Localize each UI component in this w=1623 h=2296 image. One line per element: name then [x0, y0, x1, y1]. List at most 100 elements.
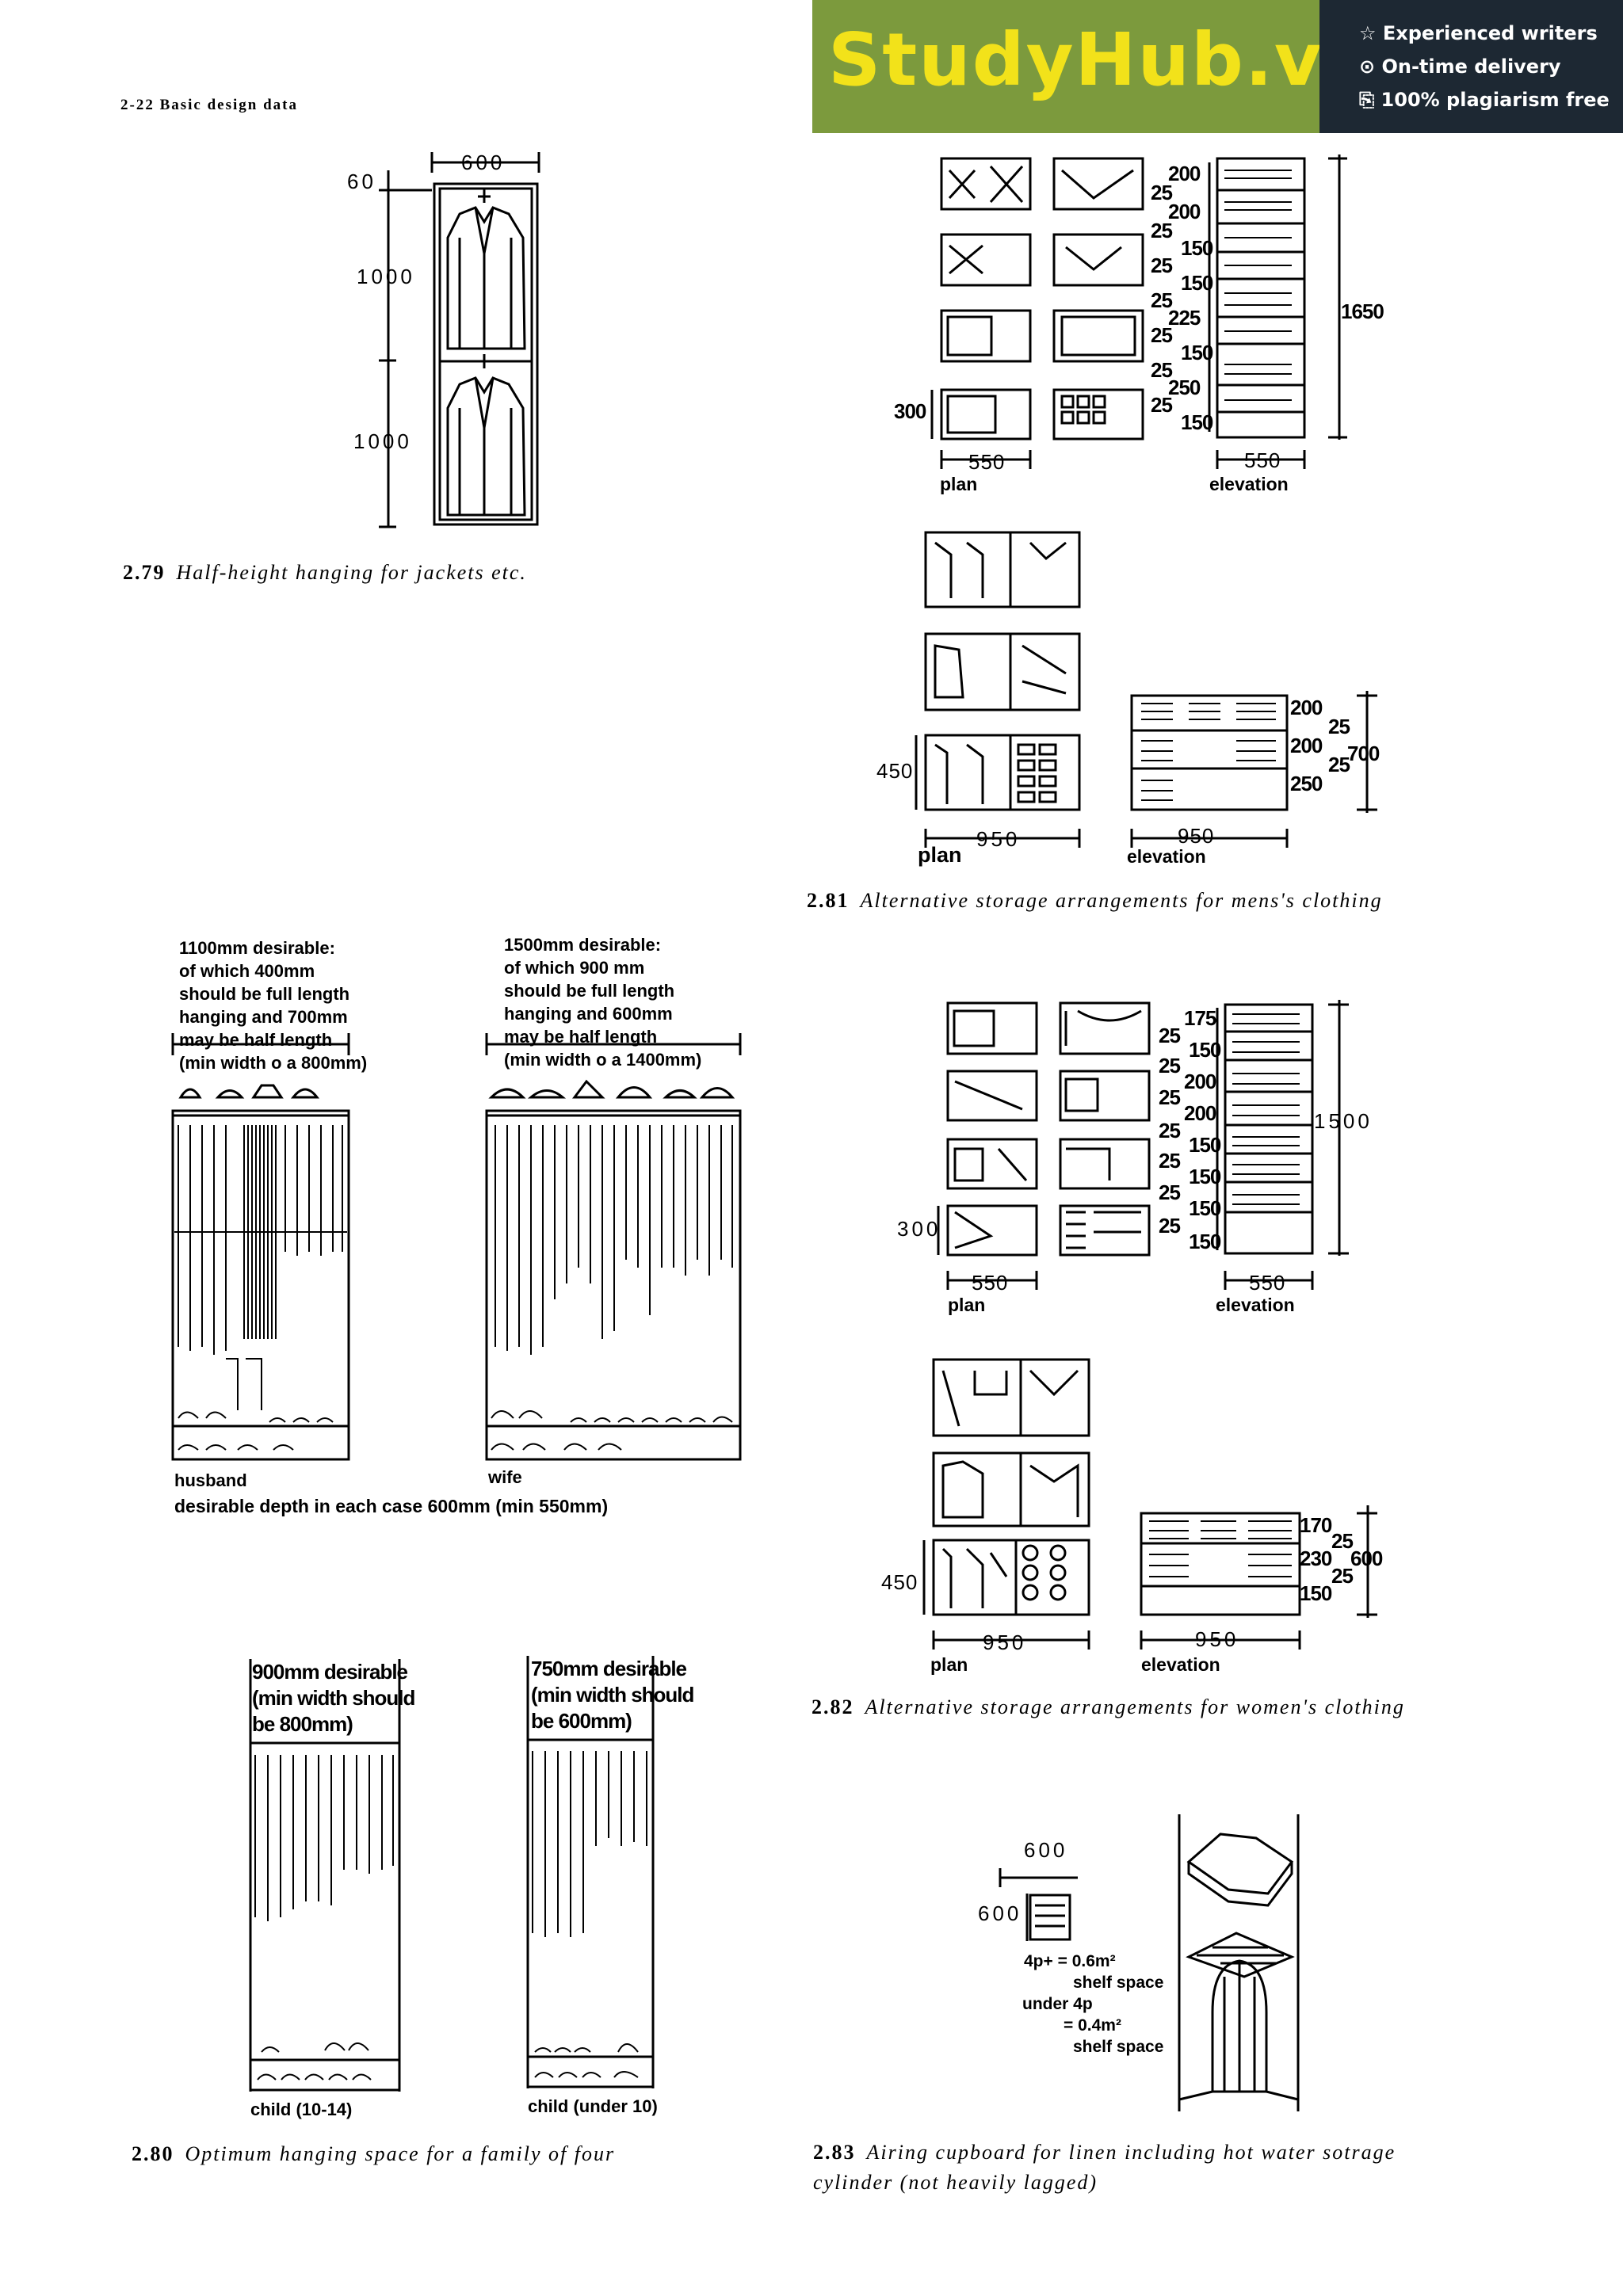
husband-note: 1100mm desirable: of which 400mm should … [179, 936, 367, 1074]
fig-2-79-width-dim: 600 [461, 151, 506, 174]
feature-plagiarism-free: ⎘ 100% plagiarism free [1359, 89, 1610, 111]
fig-2-82-lower-plan-width: 950 [983, 1630, 1027, 1654]
dim-6: 25 [1151, 254, 1173, 277]
fig-2-79-upper-dim: 1000 [357, 265, 415, 288]
child-under-10-label: child (under 10) [528, 2096, 658, 2116]
fig-2-83-number: 2.83 [813, 2141, 856, 2164]
dim-12: 25 [1151, 358, 1173, 382]
fig-2-81-lower-elev-width: 950 [1178, 824, 1215, 848]
fig-2-82-caption-text: Alternative storage arrangements for wom… [865, 1695, 1405, 1718]
wife-note-line-1: 1500mm desirable: [504, 935, 662, 955]
dim-7: 150 [1181, 271, 1213, 295]
dim-1: 175 [1184, 1006, 1216, 1030]
fig-2-82-upper-plan-label: plan [948, 1295, 986, 1315]
dim-7: 200 [1184, 1101, 1216, 1125]
child-under-10-note-line-2: (min width should [531, 1683, 694, 1707]
dim-5: 150 [1300, 1581, 1332, 1605]
feature-experienced-writers: ☆ Experienced writers [1359, 22, 1598, 44]
husband-note-line-5: may be half length [179, 1030, 333, 1050]
depth-note: desirable depth in each case 600mm (min … [174, 1496, 609, 1516]
fig-2-80-caption-text: Optimum hanging space for a family of fo… [185, 2142, 616, 2165]
child-10-14-note-line-3: be 800mm) [252, 1712, 353, 1736]
dim-11: 150 [1189, 1165, 1221, 1188]
child-10-14-label: child (10-14) [250, 2100, 353, 2119]
dim-15: 150 [1181, 410, 1213, 434]
wife-label: wife [488, 1467, 522, 1487]
wife-note-line-3: should be full length [504, 981, 675, 1001]
dim-10: 25 [1151, 323, 1173, 347]
husband-note-line-2: of which 400mm [179, 961, 315, 981]
fig-2-81-upper-height: 1650 [1341, 299, 1384, 323]
dim-1: 200 [1168, 162, 1201, 185]
fig-2-83-shelf-note: 4p+ = 0.6m² shelf space under 4p = 0.4m²… [1022, 1951, 1163, 2058]
dim-8: 25 [1159, 1119, 1181, 1142]
child-under-10-note: 750mm desirable (min width should be 600… [531, 1656, 694, 1734]
dim-4: 25 [1151, 219, 1173, 242]
child-10-14-note-line-1: 900mm desirable [252, 1660, 408, 1684]
child-under-10-note-line-3: be 600mm) [531, 1709, 632, 1733]
dim-9: 150 [1189, 1133, 1221, 1157]
dim-2: 25 [1331, 1529, 1354, 1553]
fig-2-79-number: 2.79 [123, 561, 166, 584]
fig-2-82-upper-elev-width: 550 [1249, 1271, 1286, 1295]
dim-5: 150 [1181, 236, 1213, 260]
fig-2-79-top-dim: 60 [347, 170, 376, 193]
husband-label: husband [174, 1470, 247, 1490]
fig-2-82-lower-elev-label: elevation [1141, 1654, 1220, 1675]
wife-note-line-2: of which 900 mm [504, 958, 645, 978]
brand-logo-text: StudyHub.vip [828, 17, 1404, 102]
fig-2-81-caption-text: Alternative storage arrangements for men… [860, 889, 1383, 912]
dim-11: 150 [1181, 341, 1213, 364]
fig-2-82-caption: 2.82 Alternative storage arrangements for… [812, 1695, 1405, 1719]
fig-2-83-caption-line-1: Airing cupboard for linen including hot … [866, 2141, 1396, 2164]
fig-2-80-number: 2.80 [132, 2142, 174, 2165]
fig-2-81-lower-elev-label: elevation [1127, 846, 1206, 867]
fig-2-81-lower-plan-width: 950 [976, 827, 1021, 851]
fig-2-83-caption: 2.83 Airing cupboard for linen including … [813, 2138, 1396, 2198]
wife-note-line-6: (min width o a 1400mm) [504, 1050, 702, 1070]
fig-2-82-number: 2.82 [812, 1695, 854, 1718]
dim-1: 170 [1300, 1513, 1332, 1537]
dim-3: 230 [1300, 1547, 1332, 1570]
fig-2-81-upper-elev-width: 550 [1244, 448, 1281, 472]
shelf-note-line-2: shelf space [1073, 1974, 1164, 1992]
dim-5: 200 [1184, 1070, 1216, 1093]
dim-8: 25 [1151, 288, 1173, 312]
dim-15: 150 [1189, 1230, 1221, 1253]
child-under-10-note-line-1: 750mm desirable [531, 1657, 687, 1680]
studyhub-banner[interactable]: StudyHub.vip ☆ Experienced writers ⊙ On-… [812, 0, 1623, 133]
feature-on-time-delivery: ⊙ On-time delivery [1359, 55, 1561, 78]
dim-2: 25 [1328, 715, 1350, 738]
wife-note-line-4: hanging and 600mm [504, 1004, 673, 1024]
dim-4: 25 [1159, 1054, 1181, 1077]
fig-2-81-lower-depth: 450 [876, 759, 914, 783]
fig-2-81-lower-height: 700 [1347, 742, 1380, 765]
dim-4: 25 [1328, 753, 1350, 776]
fig-2-81-upper-plan-width: 550 [968, 450, 1006, 474]
dim-3: 200 [1168, 200, 1201, 223]
fig-2-82-lower-height: 600 [1350, 1547, 1383, 1570]
fig-2-79-caption: 2.79 Half-height hanging for jackets etc. [123, 561, 527, 585]
shelf-note-line-3: under 4p [1022, 1995, 1093, 2013]
shelf-note-line-1: 4p+ = 0.6m² [1024, 1952, 1116, 1970]
fig-2-81-upper-depth: 300 [894, 399, 926, 423]
husband-note-line-6: (min width o a 800mm) [179, 1053, 368, 1073]
child-10-14-note: 900mm desirable (min width should be 800… [252, 1659, 415, 1737]
dim-6: 25 [1159, 1085, 1181, 1109]
banner-features-panel [1319, 0, 1623, 133]
dim-14: 25 [1159, 1214, 1181, 1238]
fig-2-80-caption: 2.80 Optimum hanging space for a family o… [132, 2142, 615, 2166]
fig-2-82-upper-plan-width: 550 [972, 1271, 1009, 1295]
dim-3: 200 [1290, 734, 1323, 757]
dim-13: 250 [1168, 376, 1201, 399]
fig-2-83-depth-dim: 600 [978, 1901, 1022, 1925]
dim-3: 150 [1189, 1038, 1221, 1062]
fig-2-79-lower-dim: 1000 [353, 429, 412, 453]
fig-2-79-caption-text: Half-height hanging for jackets etc. [176, 561, 527, 584]
banner-brand-panel: StudyHub.vip [812, 0, 1402, 133]
